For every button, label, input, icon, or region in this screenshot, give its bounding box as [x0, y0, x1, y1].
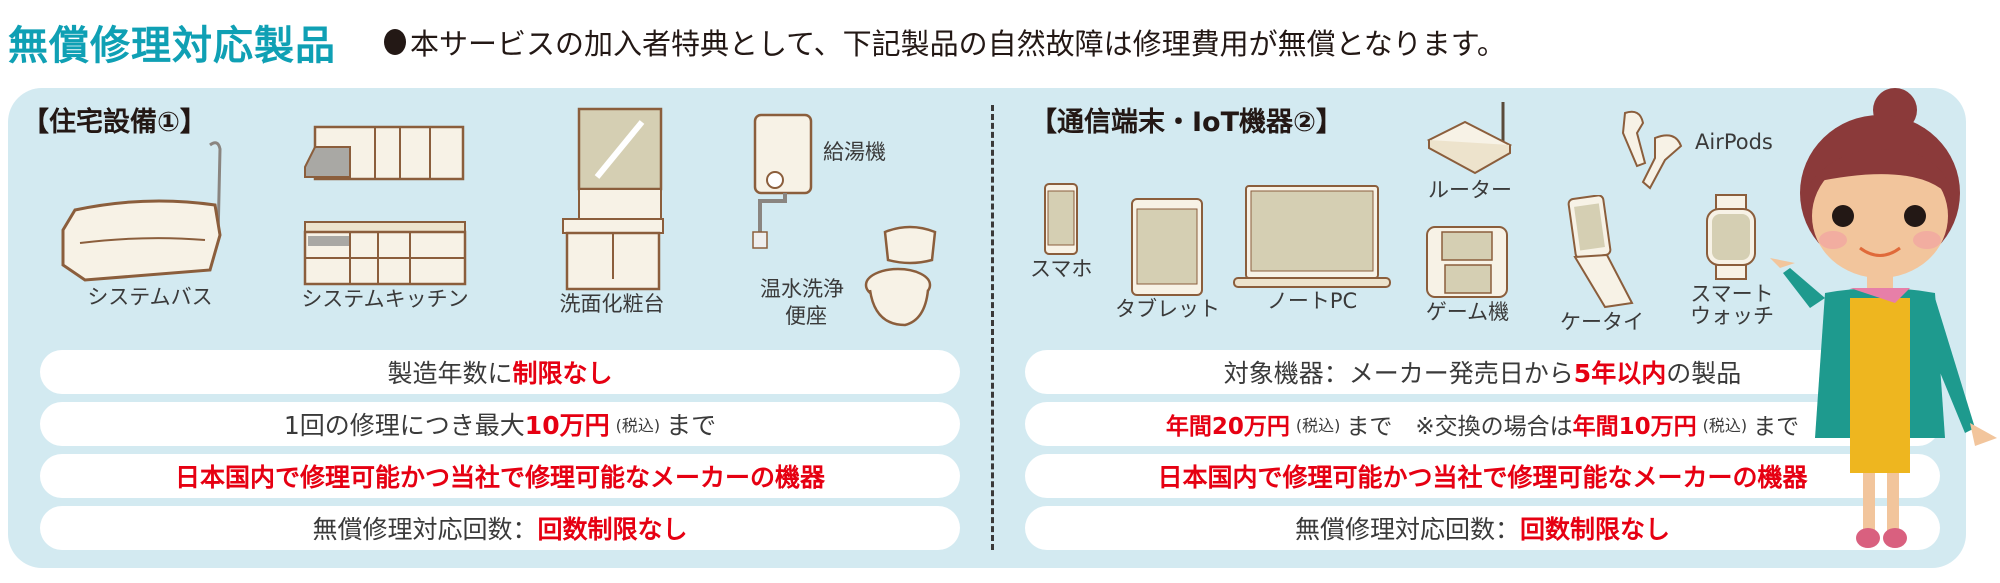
condition-emphasis: 日本国内で修理可能かつ当社で修理可能なメーカーの機器	[174, 463, 825, 492]
item-label: タブレット	[1115, 297, 1220, 321]
housing-condition-count: 無償修理対応回数：回数制限なし	[40, 506, 960, 550]
item-system-bath: システムバス	[55, 135, 245, 310]
item-label: スマホ	[1030, 257, 1093, 281]
item-label: スマート	[1690, 282, 1774, 306]
condition-text: まで	[666, 411, 717, 440]
tablet-icon	[1131, 198, 1203, 296]
item-tablet: タブレット	[1115, 197, 1220, 322]
condition-emphasis: 日本国内で修理可能かつ当社で修理可能なメーカーの機器	[1157, 463, 1808, 492]
condition-text: 1回の修理につき最大	[283, 411, 525, 440]
item-label: 洗面化粧台	[559, 292, 665, 316]
devices-condition-amount: 年間20万円 (税込) まで ※交換の場合は年間10万円 (税込) まで	[1025, 402, 1940, 446]
item-label-line2: 便座	[785, 304, 827, 328]
smartwatch-icon	[1706, 194, 1756, 280]
condition-text: の製品	[1666, 359, 1742, 388]
laptop-icon	[1233, 185, 1391, 288]
item-smartphone: スマホ	[1030, 182, 1092, 282]
condition-emphasis: 10万円	[524, 411, 610, 440]
condition-emphasis: 回数制限なし	[537, 515, 688, 544]
kitchen-icon	[303, 125, 467, 286]
condition-emphasis: 制限なし	[512, 359, 613, 388]
item-game-console: ゲーム機	[1425, 225, 1510, 325]
condition-text: まで ※交換の場合は	[1346, 414, 1573, 440]
item-label-line2: ウォッチ	[1690, 304, 1774, 329]
item-label: ケータイ	[1560, 310, 1644, 334]
condition-text: 無償修理対応回数：	[312, 515, 538, 544]
item-label: AirPods	[1695, 130, 1773, 154]
housing-condition-maker: 日本国内で修理可能かつ当社で修理可能なメーカーの機器	[40, 454, 960, 498]
item-smartwatch: スマート ウォッチ	[1690, 193, 1774, 327]
condition-emphasis: 年間10万円	[1572, 414, 1697, 440]
smartphone-icon	[1044, 183, 1079, 255]
tax-note: (税込)	[1702, 416, 1748, 435]
item-system-kitchen: システムキッチン	[300, 122, 470, 312]
item-flip-phone: ケータイ	[1560, 195, 1644, 335]
header-note: 本サービスの加入者特典として、下記製品の自然故障は修理費用が無償となります。	[384, 21, 1506, 63]
tax-note: (税込)	[1295, 416, 1341, 435]
condition-text: 製造年数に	[387, 359, 513, 388]
item-laptop: ノートPC	[1232, 184, 1392, 314]
tax-note: (税込)	[615, 416, 661, 435]
guide-woman-illustration	[1770, 88, 1997, 548]
flip-phone-icon	[1567, 195, 1634, 309]
earbuds-icon	[1621, 110, 1683, 190]
condition-text: 無償修理対応回数：	[1294, 515, 1520, 544]
vanity-icon	[562, 107, 664, 291]
item-label: ゲーム機	[1425, 300, 1510, 324]
item-label: システムキッチン	[301, 287, 469, 311]
condition-text: 対象機器：メーカー発売日から	[1223, 359, 1574, 388]
section-divider	[991, 105, 994, 550]
devices-condition-count: 無償修理対応回数：回数制限なし	[1025, 506, 1940, 550]
bathtub-icon	[61, 141, 222, 282]
game-console-icon	[1426, 226, 1508, 298]
bullet-icon	[384, 29, 406, 55]
condition-emphasis: 年間20万円	[1165, 414, 1290, 440]
item-label: ルーター	[1428, 178, 1512, 202]
item-label: システムバス	[87, 285, 213, 309]
toilet-icon	[864, 225, 937, 327]
item-airpods: AirPods	[1615, 108, 1773, 193]
router-icon	[1426, 102, 1513, 175]
devices-condition-maker: 日本国内で修理可能かつ当社で修理可能なメーカーの機器	[1025, 454, 1940, 498]
item-label: ノートPC	[1266, 289, 1358, 313]
housing-condition-year: 製造年数に制限なし	[40, 350, 960, 394]
condition-text: まで	[1753, 414, 1800, 440]
housing-section-title: 【住宅設備①】	[22, 107, 207, 138]
item-label: 温水洗浄	[760, 277, 844, 301]
item-water-heater: 給湯機	[745, 110, 886, 255]
item-vanity: 洗面化粧台	[557, 107, 667, 317]
devices-section-title: 【通信端末・IoT機器②】	[1030, 107, 1343, 138]
item-router: ルーター	[1425, 100, 1515, 203]
item-label: 給湯機	[823, 140, 886, 164]
header-note-text: 本サービスの加入者特典として、下記製品の自然故障は修理費用が無償となります。	[410, 27, 1506, 61]
condition-emphasis: 5年以内	[1573, 359, 1667, 388]
water-heater-icon	[752, 113, 813, 249]
condition-emphasis: 回数制限なし	[1520, 515, 1671, 544]
page-title: 無償修理対応製品	[8, 23, 336, 69]
header: 無償修理対応製品 本サービスの加入者特典として、下記製品の自然故障は修理費用が無…	[8, 6, 1506, 78]
